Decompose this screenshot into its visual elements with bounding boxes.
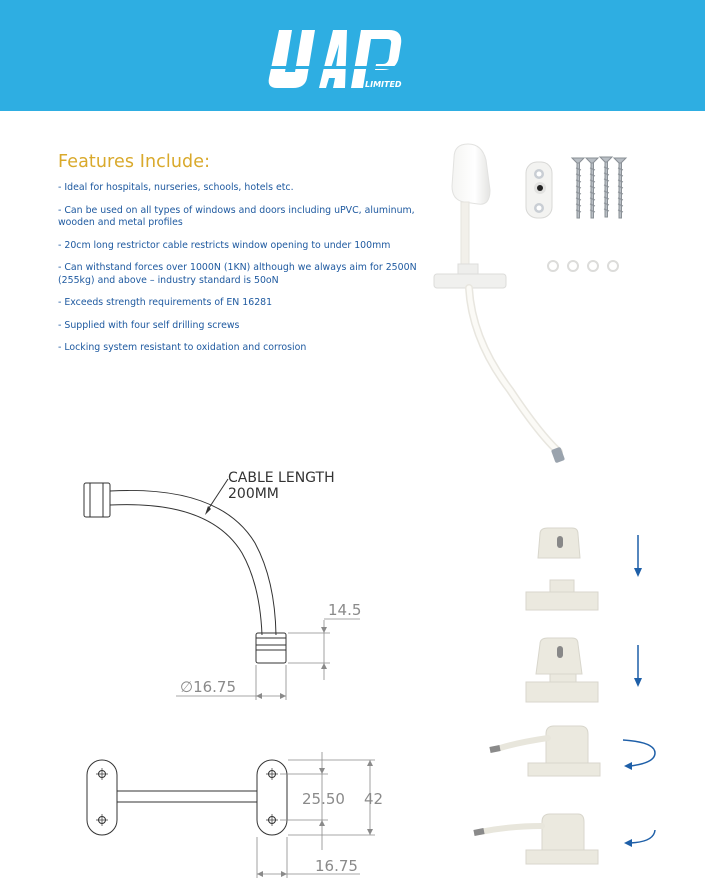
feature-item: - Locking system resistant to oxidation …	[58, 342, 307, 353]
accessories-photo	[525, 156, 628, 272]
washers	[547, 260, 619, 272]
installation-steps	[473, 527, 656, 865]
features-list: - Ideal for hospitals, nurseries, school…	[58, 182, 418, 355]
feature-item: - Exceeds strength requirements of EN 16…	[58, 297, 273, 308]
uap-logo: LIMITED	[265, 30, 402, 89]
dim-hole-spacing-label: 25.50	[302, 790, 345, 808]
step-4-lock	[525, 813, 599, 865]
feature-item: - Supplied with four self drilling screw…	[58, 319, 240, 331]
dim-plate-width-label: 16.75	[315, 857, 358, 875]
side-technical-drawing: CABLE LENGTH 200MM 14.5 ∅16.75	[83, 470, 361, 700]
header-banner: LIMITED	[0, 0, 705, 111]
cable-length-value: 200MM	[228, 486, 279, 502]
cable-restrictor-photo	[433, 143, 565, 463]
feature-item: - Can withstand forces over 1000N (1KN) …	[58, 262, 417, 286]
cable-length-label: CABLE LENGTH	[228, 470, 335, 486]
feature-item: - 20cm long restrictor cable restricts w…	[58, 239, 391, 251]
dim-plate-length-label: 42	[364, 790, 383, 808]
dim-diameter-label: ∅16.75	[180, 678, 236, 696]
step-3-rotate	[527, 725, 601, 777]
rotate-ccw-icon	[622, 739, 656, 767]
top-technical-drawing: 25.50 42 16.75	[86, 752, 383, 878]
feature-item: - Ideal for hospitals, nurseries, school…	[58, 182, 294, 193]
features-title: Features Include:	[58, 152, 211, 172]
features-section: Features Include: - Ideal for hospitals,…	[58, 152, 418, 365]
logo-subtext: LIMITED	[365, 80, 402, 89]
screws	[570, 156, 628, 219]
dim-height-label: 14.5	[328, 601, 361, 619]
lock-bracket	[525, 161, 553, 219]
curve-left-icon	[629, 829, 656, 844]
feature-item: - Can be used on all types of windows an…	[58, 204, 415, 229]
